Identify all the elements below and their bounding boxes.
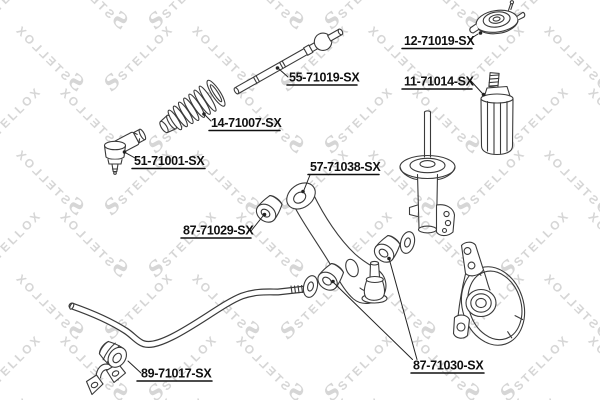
tie-rod-end [103, 128, 147, 175]
washer-upper [399, 231, 416, 254]
stabilizer-bushing-highlighted [98, 340, 127, 368]
part-label-89-71017-sx[interactable]: 89-71017-SX [127, 360, 213, 382]
part-label-87-71030-sx: 87-71030-SX [331, 256, 485, 374]
svg-text:51-71001-SX: 51-71001-SX [134, 154, 205, 168]
svg-text:14-71007-SX: 14-71007-SX [211, 116, 282, 130]
inner-tie-rod [233, 28, 344, 95]
part-label-11-71014-sx: 11-71014-SX [401, 75, 486, 97]
strut-mount [469, 0, 526, 35]
part-label-14-71007-sx: 14-71007-SX [202, 112, 283, 132]
steering-rack-boot [159, 79, 226, 134]
control-arm-bushing-rear-upper [373, 234, 401, 263]
part-label-12-71019-sx: 12-71019-SX [401, 31, 483, 50]
shock-absorber-cartridge [480, 72, 514, 156]
strut-housing [399, 110, 456, 237]
svg-text:89-71017-SX: 89-71017-SX [141, 367, 212, 381]
steering-knuckle [452, 241, 526, 346]
svg-text:87-71029-SX: 87-71029-SX [183, 224, 254, 238]
control-arm [286, 182, 387, 304]
part-label-87-71029-sx: 87-71029-SX [180, 212, 267, 239]
svg-text:12-71019-SX: 12-71019-SX [404, 34, 475, 48]
stabilizer-clamp-bracket [85, 362, 127, 396]
svg-text:87-71030-SX: 87-71030-SX [413, 359, 484, 373]
part-label-51-71001-sx: 51-71001-SX [122, 150, 206, 170]
control-arm-bushing-front [255, 194, 283, 223]
svg-text:11-71014-SX: 11-71014-SX [404, 75, 475, 89]
svg-text:55-71019-SX: 55-71019-SX [289, 71, 360, 85]
part-label-55-71019-sx: 55-71019-SX [275, 66, 361, 86]
washer-lower [302, 275, 319, 298]
part-label-57-71038-sx: 57-71038-SX [301, 160, 382, 194]
svg-text:57-71038-SX: 57-71038-SX [310, 160, 381, 174]
stabilizer-bar [68, 284, 311, 348]
control-arm-bushing-rear-lower [317, 262, 345, 291]
ball-joint [361, 260, 388, 304]
